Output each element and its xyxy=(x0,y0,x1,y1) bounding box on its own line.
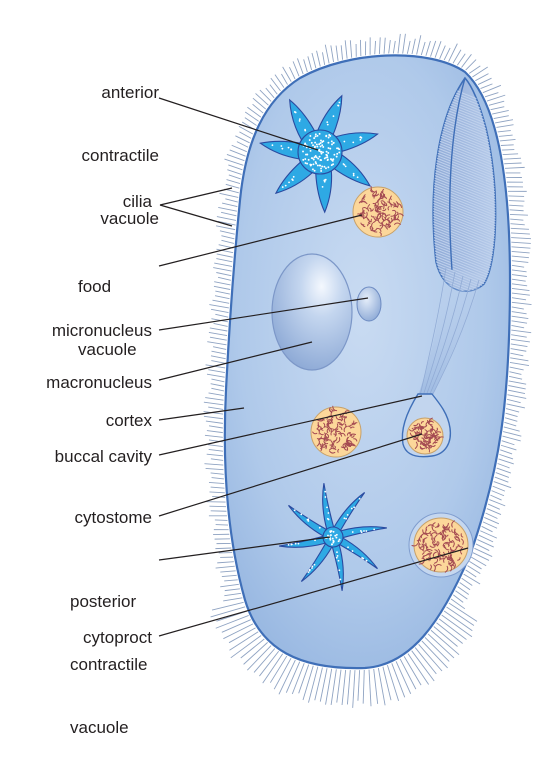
paramecium-diagram: anterior contractile vacuole cilia food … xyxy=(0,0,541,721)
label-posterior-line-1: posterior xyxy=(70,591,147,612)
micronucleus xyxy=(357,287,381,321)
label-posterior-contractile-vacuole: posterior contractile vacuole xyxy=(70,549,147,780)
food-vacuole-upper xyxy=(353,187,403,237)
label-micronucleus: micronucleus xyxy=(52,320,152,341)
label-food-line-1: food xyxy=(78,276,137,297)
label-anterior-line-2: contractile xyxy=(82,145,159,166)
label-anterior-line-1: anterior xyxy=(82,82,159,103)
label-cytoproct: cytoproct xyxy=(83,627,152,648)
label-posterior-line-2: contractile xyxy=(70,654,147,675)
leader-cilia-upper xyxy=(160,188,232,205)
label-cilia: cilia xyxy=(123,191,152,212)
food-vacuole-cytoproct xyxy=(409,513,473,577)
food-vacuole-cytostome xyxy=(407,418,443,454)
label-cortex: cortex xyxy=(106,410,152,431)
label-cytostome: cytostome xyxy=(75,507,152,528)
label-food-line-2: vacuole xyxy=(78,339,137,360)
food-vacuole-middle xyxy=(311,406,361,457)
label-macronucleus: macronucleus xyxy=(46,372,152,393)
label-posterior-line-3: vacuole xyxy=(70,717,147,738)
label-buccal-cavity: buccal cavity xyxy=(55,446,152,467)
macronucleus xyxy=(272,254,352,370)
